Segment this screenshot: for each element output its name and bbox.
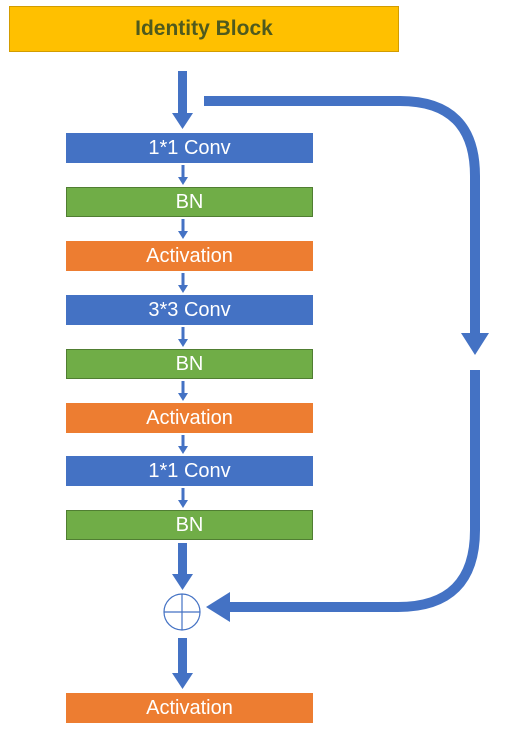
- small-arrow: [178, 219, 188, 239]
- layer-label: Activation: [146, 406, 233, 429]
- layer-conv-1x1-a: 1*1 Conv: [66, 133, 313, 163]
- small-arrow: [178, 435, 188, 454]
- layer-conv-1x1-b: 1*1 Conv: [66, 456, 313, 486]
- diagram-title: Identity Block: [135, 17, 273, 40]
- layer-label: BN: [175, 352, 204, 375]
- to-output-arrow: [172, 638, 193, 689]
- layer-bn-c: BN: [66, 510, 313, 540]
- small-arrow: [178, 488, 188, 508]
- input-arrow: [172, 71, 193, 129]
- small-arrow: [178, 327, 188, 347]
- small-arrow: [178, 273, 188, 293]
- layer-label: BN: [175, 513, 204, 536]
- layer-label: Activation: [146, 696, 233, 719]
- layer-label: Activation: [146, 244, 233, 267]
- layer-activation-b: Activation: [66, 403, 313, 433]
- layer-activation-a: Activation: [66, 241, 313, 271]
- layer-bn-b: BN: [66, 349, 313, 379]
- diagram-title-box: Identity Block: [9, 6, 399, 52]
- layer-bn-a: BN: [66, 187, 313, 217]
- skip-connection-arrow-upper: [204, 96, 489, 355]
- small-arrow: [178, 165, 188, 185]
- layer-label: 3*3 Conv: [148, 298, 231, 321]
- layer-label: BN: [175, 190, 204, 213]
- output-activation: Activation: [66, 693, 313, 723]
- layer-label: 1*1 Conv: [148, 459, 231, 482]
- layer-conv-3x3: 3*3 Conv: [66, 295, 313, 325]
- small-arrow: [178, 381, 188, 401]
- circle-plus-icon: [163, 593, 201, 631]
- to-add-arrow: [172, 543, 193, 590]
- skip-connection-arrow-lower: [206, 370, 480, 622]
- layer-label: 1*1 Conv: [148, 136, 231, 159]
